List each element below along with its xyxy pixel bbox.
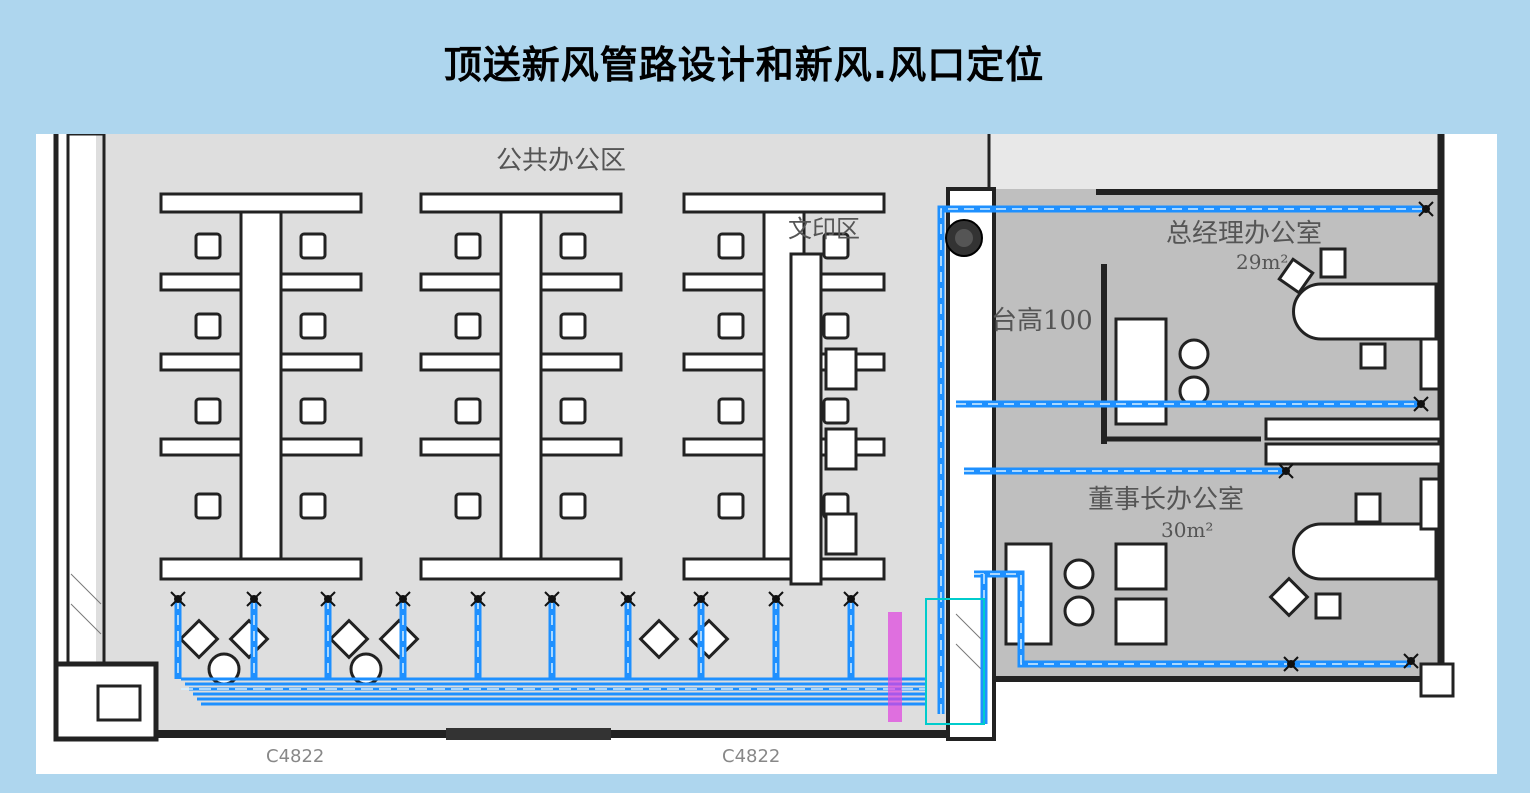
fan-hub-icon bbox=[955, 229, 973, 247]
desk-bottom-row bbox=[682, 557, 886, 581]
chair bbox=[559, 397, 587, 425]
dimension-left-label: C4822 bbox=[266, 746, 324, 767]
chairman-area-label: 30m² bbox=[1161, 518, 1213, 542]
floor-plan: 公共办公区 文印区 总经理办公室 29m² 台高100 董事长办公室 30m² … bbox=[36, 134, 1497, 774]
diffuser-center bbox=[474, 595, 482, 603]
desk-bottom-row bbox=[159, 557, 363, 581]
air-handler-box bbox=[925, 598, 985, 725]
chair bbox=[454, 397, 482, 425]
chair bbox=[194, 232, 222, 260]
floor-plan-drawing: 公共办公区 文印区 总经理办公室 29m² 台高100 董事长办公室 30m² … bbox=[53, 134, 1455, 767]
chair bbox=[717, 397, 745, 425]
diffuser-center bbox=[250, 595, 258, 603]
diffuser-center bbox=[548, 595, 556, 603]
chair bbox=[299, 397, 327, 425]
diffuser-icon bbox=[470, 591, 486, 607]
chair bbox=[717, 232, 745, 260]
reception-counters bbox=[789, 252, 858, 586]
duct-centerline bbox=[974, 573, 1411, 665]
platform-height-label: 台高100 bbox=[991, 306, 1093, 336]
dimension-right-label: C4822 bbox=[722, 746, 780, 767]
chair bbox=[299, 232, 327, 260]
desk-bottom-row bbox=[419, 557, 623, 581]
diffuser-icon bbox=[320, 591, 336, 607]
diffuser-center bbox=[847, 595, 855, 603]
lounge-chairs bbox=[178, 618, 730, 686]
diffuser-icon bbox=[1283, 656, 1299, 672]
workstation-clusters bbox=[159, 192, 886, 581]
chair bbox=[559, 492, 587, 520]
diffuser-icon bbox=[1403, 653, 1419, 669]
diffuser-center bbox=[399, 595, 407, 603]
diffuser-center bbox=[1407, 657, 1415, 665]
chair bbox=[299, 492, 327, 520]
chairman-office-label: 董事长办公室 bbox=[1088, 485, 1244, 515]
chair bbox=[822, 232, 850, 260]
diffuser-icon bbox=[395, 591, 411, 607]
chair bbox=[194, 492, 222, 520]
diffuser-center bbox=[772, 595, 780, 603]
chair bbox=[194, 312, 222, 340]
diffuser-icon bbox=[768, 591, 784, 607]
chair bbox=[299, 312, 327, 340]
desk-top-row bbox=[682, 192, 886, 214]
gm-office-label: 总经理办公室 bbox=[1166, 219, 1322, 249]
diffuser-icon bbox=[693, 591, 709, 607]
chair bbox=[454, 232, 482, 260]
reception-label: 文印区 bbox=[788, 215, 860, 243]
diffuser-center bbox=[324, 595, 332, 603]
diffuser-icon bbox=[1418, 201, 1434, 217]
diffuser-center bbox=[1417, 400, 1425, 408]
diffuser-icon bbox=[843, 591, 859, 607]
public-office-label: 公共办公区 bbox=[496, 146, 626, 176]
chair bbox=[194, 397, 222, 425]
page-title: 顶送新风管路设计和新风.风口定位 bbox=[443, 43, 1045, 87]
chair bbox=[717, 492, 745, 520]
workstation-cluster bbox=[159, 192, 363, 581]
diffuser-icon bbox=[544, 591, 560, 607]
diffuser-icon bbox=[1278, 463, 1294, 479]
chair bbox=[454, 312, 482, 340]
diffuser-icon bbox=[1413, 396, 1429, 412]
chair bbox=[559, 232, 587, 260]
desk-top-row bbox=[419, 192, 623, 214]
diffuser-center bbox=[174, 595, 182, 603]
workstation-cluster bbox=[419, 192, 623, 581]
desk-spine bbox=[239, 210, 283, 561]
diffuser-icon bbox=[170, 591, 186, 607]
diffuser-center bbox=[1422, 205, 1430, 213]
gm-area-label: 29m² bbox=[1236, 250, 1288, 274]
chair bbox=[717, 312, 745, 340]
desk-top-row bbox=[159, 192, 363, 214]
diffuser-center bbox=[697, 595, 705, 603]
diffuser-icon bbox=[246, 591, 262, 607]
diffuser-center bbox=[624, 595, 632, 603]
chair bbox=[559, 312, 587, 340]
duct-manifold bbox=[888, 612, 902, 722]
diffuser-icon bbox=[620, 591, 636, 607]
chair bbox=[822, 397, 850, 425]
corridor-floor bbox=[989, 134, 1439, 189]
chair bbox=[822, 312, 850, 340]
diffuser-center bbox=[1287, 660, 1295, 668]
duct-centerline bbox=[940, 208, 1426, 714]
walls bbox=[53, 134, 1455, 742]
desk-spine bbox=[499, 210, 543, 561]
diffuser-center bbox=[1282, 467, 1290, 475]
air-diffusers bbox=[170, 201, 1434, 672]
executive-furniture bbox=[1004, 247, 1443, 646]
chair bbox=[454, 492, 482, 520]
